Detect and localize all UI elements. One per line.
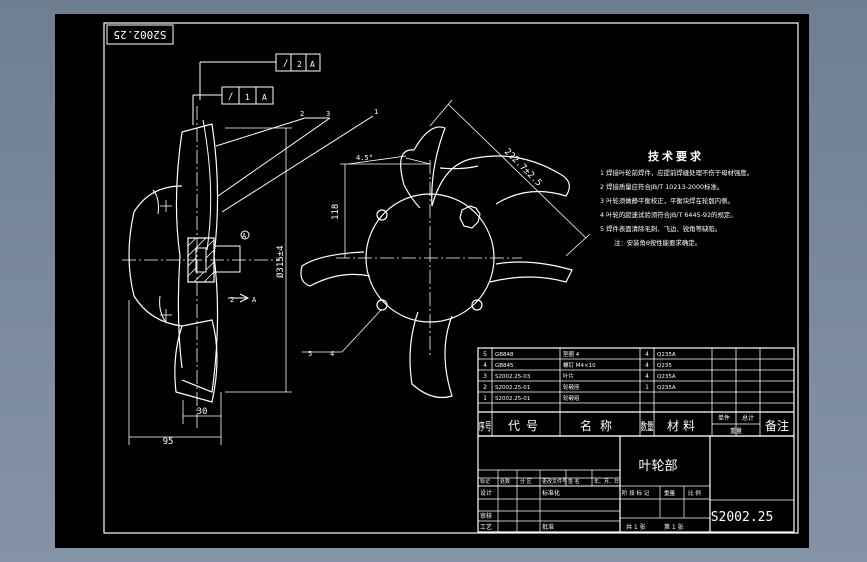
bom-cell-qty: 4 [645, 351, 649, 358]
bom-header-unit: 单件 [718, 414, 730, 422]
tech-item-5: 5 焊件表面清除毛刺、飞边、锐角等缺陷。 [600, 224, 721, 233]
bom-header-qty: 数量 [641, 420, 654, 433]
bom-header-material: 材料 [667, 419, 699, 433]
border-frame [103, 22, 799, 534]
bom-cell-material: Q235A [657, 374, 676, 380]
tech-title: 技术要求 [648, 149, 704, 163]
dim-height: 118 [331, 204, 341, 220]
bom-header-name: 名称 [580, 418, 620, 433]
tolerance-frame-mid [192, 86, 274, 125]
row-process: 工艺 [480, 523, 492, 531]
bom-cell-name: 叶片 [563, 372, 574, 380]
side-view [122, 53, 374, 445]
row-design: 设计 [480, 489, 492, 497]
balloon-4: 4 [330, 350, 334, 358]
stage-mark: 阶 段 标 记 [622, 489, 650, 497]
bom-cell-material: Q235A [657, 352, 676, 358]
bom-cell-name: 轮毂座 [563, 383, 580, 391]
balloon-5: 5 [308, 350, 312, 358]
tol-mid-symbol: / [228, 92, 233, 102]
rev-h-3: 分 区 [520, 478, 532, 485]
rev-h-5: 签 名 [568, 478, 580, 485]
tech-note: 注：安装角θ按性能要求确定。 [614, 238, 701, 247]
tol-top-symbol: / [283, 59, 288, 69]
bom-table [477, 347, 795, 437]
bom-header-code: 代号 [508, 419, 544, 433]
bom-header-weight: 重量 [730, 427, 742, 435]
bom-header-remark: 备注 [765, 418, 789, 433]
bom-cell-no: 3 [483, 373, 487, 380]
view-label: 2 [230, 296, 234, 304]
bom-cell-name: 螺钉 M4×10 [563, 361, 596, 369]
dim-95: 95 [163, 437, 174, 447]
tech-requirements: 技术要求 1 焊接叶轮前焊件，应提前焊缝处理不伤于母材强度。 2 焊接质量应符合… [600, 149, 753, 247]
tol-mid-datum: A [262, 93, 267, 102]
bom-cell-material: Q235 [657, 363, 672, 369]
tech-item-3: 3 叶轮须做静平衡校正，平衡块焊在轮毂内侧。 [600, 196, 734, 205]
title-block [477, 435, 795, 533]
rotated-number-box: S2002.25 [106, 24, 174, 45]
bom-cell-no: 1 [483, 395, 487, 402]
balloon-1: 1 [374, 108, 378, 116]
bom-cell-code: S2002.25-03 [495, 374, 531, 380]
bom-cell-code: GB845 [495, 363, 514, 369]
dim-30: 30 [197, 407, 208, 417]
bom-cell-qty: 4 [645, 373, 649, 380]
bom-cell-code: GB848 [495, 352, 514, 358]
dim-angle: 4.5° [356, 154, 373, 162]
balloon-3: 3 [326, 110, 330, 118]
balloon-2: 2 [300, 110, 304, 118]
tol-top-value: 2 [297, 60, 302, 69]
part-name: 叶轮部 [638, 459, 677, 474]
bom-cell-qty: 4 [645, 362, 649, 369]
bom-cell-material: Q235A [657, 385, 676, 391]
dim-diameter: Ø315±4 [275, 245, 286, 278]
front-view [300, 99, 591, 399]
bom-header-no: 序号 [479, 419, 492, 433]
row-std: 标准化 [542, 489, 560, 497]
tol-top-datum: A [310, 60, 315, 69]
rev-h-4: 更改文件号 [542, 478, 567, 485]
stage-weight: 重量 [664, 489, 676, 497]
rev-h-1: 标记 [480, 478, 490, 485]
bom-cell-code: S2002.25-01 [495, 385, 530, 391]
tolerance-frame-top [199, 53, 321, 100]
bom-cell-no: 5 [483, 351, 487, 358]
sheet-total: 共 1 张 [626, 523, 646, 531]
rev-h-2: 处数 [500, 478, 510, 485]
sheet-no: 第 1 张 [664, 523, 684, 531]
tech-item-2: 2 焊接质量应符合JB/T 10213-2000标准。 [600, 182, 723, 191]
tech-item-4: 4 叶轮的超速试验须符合JB/T 6445-92的规定。 [600, 210, 737, 219]
bom-cell-qty: 1 [645, 384, 649, 391]
bom-cell-name: 轮毂组 [563, 394, 580, 402]
view-letter: A [252, 296, 257, 304]
section-label: A [242, 232, 247, 240]
rev-h-6: 年、月、日 [594, 478, 619, 485]
rotated-drawing-number: S2002.25 [114, 28, 167, 41]
bom-cell-no: 4 [483, 362, 487, 369]
bom-header-total: 总计 [742, 414, 754, 422]
row-review: 审核 [480, 512, 492, 520]
bom-cell-no: 2 [483, 384, 487, 391]
stage-scale: 比 例 [688, 489, 701, 497]
drawing-sheet [55, 14, 809, 548]
bom-cell-name: 垫圈 4 [563, 350, 580, 358]
drawing-number: S2002.25 [711, 510, 774, 525]
bom-cell-code: S2002.25-01 [495, 396, 530, 402]
tech-item-1: 1 焊接叶轮前焊件，应提前焊缝处理不伤于母材强度。 [600, 168, 753, 177]
tol-mid-value: 1 [245, 93, 250, 102]
row-approve: 批准 [542, 523, 554, 531]
